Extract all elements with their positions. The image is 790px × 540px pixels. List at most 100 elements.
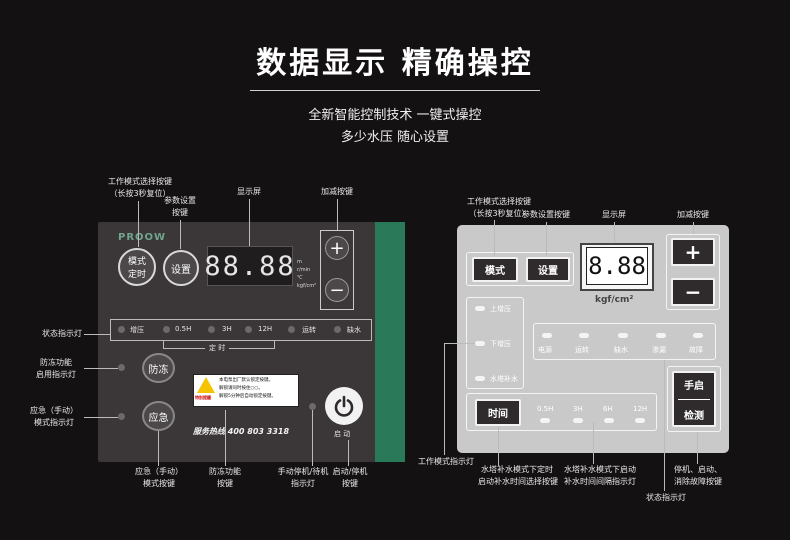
annotation-manual-stop-light-l1: 手动停机/待机 [277, 467, 329, 476]
right-start-detect-button[interactable]: 手启 检测 [672, 371, 716, 427]
annotation-r-status-light: 状态指示灯 [646, 493, 686, 502]
annotation-r-tower-interval: 水塔补水模式下启动 补水时间间隔指示灯 [562, 464, 638, 488]
brand-logo: PROOW [118, 232, 167, 243]
left-display-screen: 88.88 [204, 246, 294, 286]
mode-tower-refill-label: 水塔补水 [490, 375, 518, 383]
annotation-r-tower-timer: 水塔补水模式下定时 启动补水时间选择按键 [478, 464, 558, 488]
annotation-emergency-key-l2: 模式按键 [143, 479, 175, 488]
leader-r-mode-light-v [444, 343, 445, 455]
annotation-antifreeze-key-l2: 按键 [217, 479, 233, 488]
annotation-r-mode-select-l2: （长按3秒复位） [468, 209, 530, 218]
annotation-display: 显示屏 [237, 187, 261, 196]
status-power-label: 电源 [538, 346, 552, 354]
warning-line-2: 解锁请同时按住○○。 [219, 386, 263, 391]
start-stop-button[interactable] [325, 387, 363, 425]
left-set-button[interactable]: 设置 [163, 250, 199, 286]
title-divider [250, 90, 540, 91]
status-low-water-label: 缺水 [347, 326, 361, 334]
right-status-indicator-box [533, 323, 716, 360]
annotation-status-light: 状态指示灯 [42, 329, 82, 338]
time-light-3h [573, 418, 583, 423]
left-mode-label: 模式 [127, 257, 146, 267]
annotation-r-param-set: 参数设置按键 [522, 210, 570, 219]
right-plus-minus-group [666, 234, 720, 310]
status-3h-label: 3H [222, 325, 232, 333]
annotation-r-tower-interval-l1: 水塔补水模式下启动 [564, 465, 636, 474]
status-dot-boost [118, 326, 125, 333]
unit-rpm: r/min [297, 267, 311, 273]
antifreeze-button[interactable]: 防冻 [142, 353, 175, 383]
left-mode-timer-button[interactable]: 模式 定时 [118, 248, 156, 286]
left-plus-minus-group [320, 230, 354, 310]
manual-stop-indicator-light [309, 403, 316, 410]
left-panel-green-strip [375, 222, 405, 462]
status-leak-label: 渗漏 [652, 346, 666, 354]
annotation-start-stop-key-l1: 启动/停机 [332, 467, 368, 476]
warning-line-1: 本电泵出厂默认锁定按键。 [219, 378, 273, 383]
left-plus-button[interactable]: + [325, 236, 349, 260]
annotation-antifreeze-light-l1: 防冻功能 [40, 358, 72, 367]
warning-text: 本电泵出厂默认锁定按键。 解锁请同时按住○○。 解锁5分钟后自动锁定按键。 [219, 377, 276, 401]
status-dot-3h [208, 326, 215, 333]
leader-r-tower-timer [498, 426, 499, 466]
status-dot-low-water [334, 326, 341, 333]
warning-title: 特别提醒 [195, 395, 211, 400]
leader-r-plus-minus [693, 222, 694, 234]
leader-param-set [180, 220, 181, 249]
leader-mode-select [138, 201, 139, 247]
time-6h-label: 6H [603, 405, 613, 413]
status-05h-label: 0.5H [175, 325, 192, 333]
status-dot-05h [163, 326, 170, 333]
right-start-box [667, 366, 721, 432]
detect-label: 检测 [684, 410, 704, 422]
leader-start-stop-key [348, 440, 349, 466]
page-title: 数据显示 精确操控 [256, 46, 534, 81]
status-light-leak [656, 333, 666, 338]
emergency-button[interactable]: 应急 [142, 401, 175, 431]
unit-kgf: kgf/cm² [297, 283, 317, 289]
subtitle-line-1: 全新智能控制技术 一键式操控 [308, 108, 482, 123]
leader-display [249, 199, 250, 246]
power-icon [334, 395, 354, 417]
leader-plus-minus [337, 199, 338, 230]
status-dot-running [288, 326, 295, 333]
annotation-manual-stop-light-l2: 指示灯 [291, 479, 315, 488]
annotation-r-tower-timer-l2: 启动补水时间选择按键 [478, 477, 558, 486]
annotation-param-set-l1: 参数设置 [164, 196, 196, 205]
status-light-running [579, 333, 589, 338]
leader-manual-stop-light [312, 410, 313, 466]
left-minus-button[interactable]: − [325, 278, 349, 302]
right-display-unit: kgf/cm² [595, 295, 634, 305]
annotation-mode-select-l1: 工作模式选择按键 [108, 177, 172, 186]
status-running-label-r: 运转 [575, 346, 589, 354]
annotation-r-tower-interval-l2: 补水时间间隔指示灯 [564, 477, 636, 486]
annotation-emergency-key-l1: 应急（手动） [135, 467, 183, 476]
left-display-units: m r/min ℃ kgf/cm² [297, 258, 316, 290]
annotation-start-stop-key: 启动/停机 按键 [328, 466, 372, 490]
annotation-antifreeze-light-l2: 启用指示灯 [36, 370, 76, 379]
status-light-low-water [618, 333, 628, 338]
left-status-row [110, 319, 372, 341]
status-fault-label: 故障 [689, 346, 703, 354]
right-time-button[interactable]: 时间 [475, 399, 521, 426]
leader-r-mode-select [494, 220, 495, 257]
right-plus-button[interactable]: + [671, 238, 715, 266]
start-divider [678, 398, 710, 400]
mode-light-lower-boost [475, 341, 485, 346]
start-label-r: 手启 [684, 380, 704, 392]
right-minus-button[interactable]: − [671, 278, 715, 306]
annotation-antifreeze-key: 防冻功能 按键 [200, 466, 250, 490]
right-time-box [466, 393, 657, 431]
status-dot-12h [245, 326, 252, 333]
right-set-button[interactable]: 设置 [526, 257, 570, 282]
right-display-screen: 8.88 [586, 247, 648, 285]
annotation-manual-stop-light: 手动停机/待机 指示灯 [272, 466, 334, 490]
right-mode-button[interactable]: 模式 [472, 257, 518, 282]
time-05h-label: 0.5H [537, 405, 554, 413]
time-12h-label: 12H [633, 405, 648, 413]
leader-emergency-light [84, 417, 118, 418]
status-light-power [542, 333, 552, 338]
time-light-6h [604, 418, 614, 423]
annotation-r-mode-light: 工作模式指示灯 [418, 457, 474, 466]
annotation-emergency-light-l1: 应急（手动） [30, 406, 78, 415]
